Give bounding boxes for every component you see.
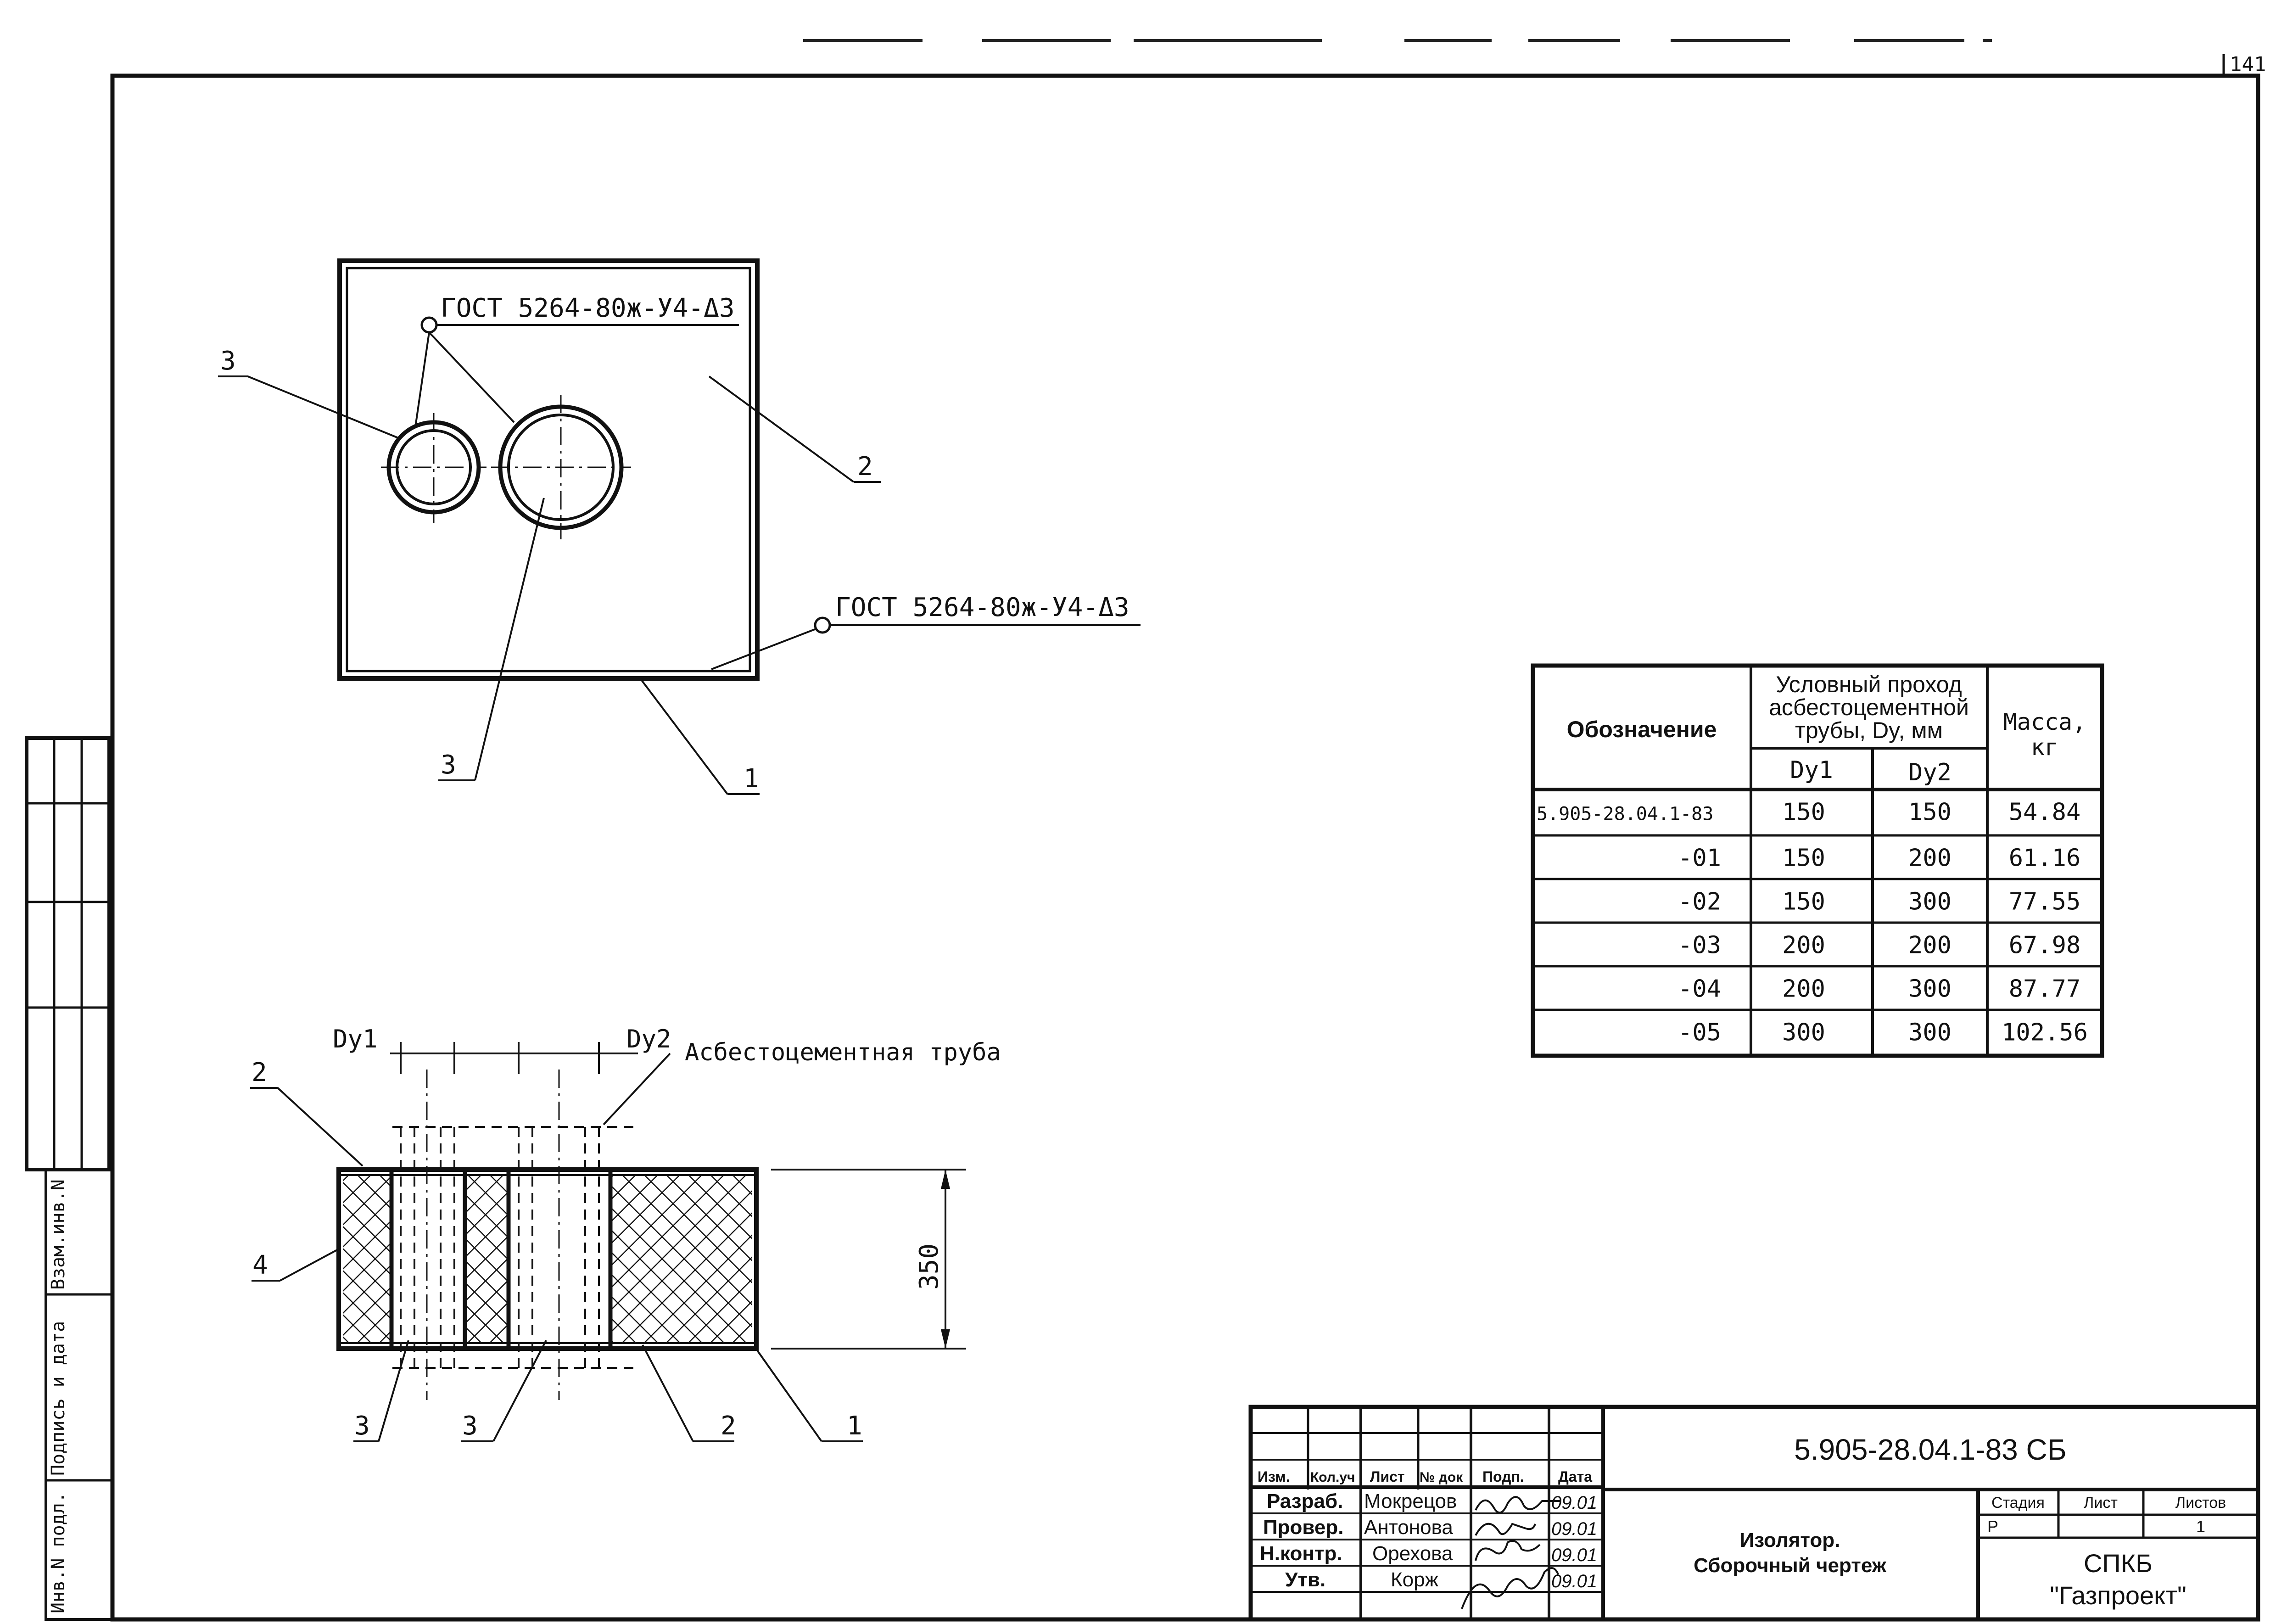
cell-dy2: 300 [1908,975,1951,1003]
col-passage-l2: асбестоцементной [1769,694,1969,720]
stamp-sign: Подпись и дата [48,1321,69,1476]
doc-code: 5.905-28.04.1-83 СБ [1794,1433,2067,1466]
cell-designation: -05 [1678,1019,1721,1047]
section-callout-2-top: 2 [252,1058,267,1087]
cell-dy1: 200 [1782,975,1825,1003]
weld-note-bottom: ГОСТ 5264-80ж-У4-Δ3 [835,593,1130,622]
name-razrab: Мокрецов [1364,1490,1457,1512]
section-callout-1: 1 [847,1411,862,1441]
side-stamp: Взам.инв.N Подпись и дата Инв.N подл. [25,736,114,1621]
col-dy2: Dy2 [1908,759,1951,786]
plan-callout-2: 2 [857,452,873,482]
cell-designation: -03 [1678,932,1721,959]
title-l1: Изолятор. [1740,1529,1840,1551]
role-prover: Провер. [1263,1516,1343,1539]
col-designation: Обозначение [1567,717,1717,742]
cell-dy1: 300 [1782,1019,1825,1047]
stamp-vzam: Взам.инв.N [48,1179,69,1290]
col-passage-l3: трубы, Dy, мм [1795,717,1943,743]
section-callout-3a: 3 [354,1411,370,1441]
hdr-koluch: Кол.уч [1310,1470,1355,1485]
col-mass-l1: Масса, [2003,709,2086,735]
name-nkontr: Орехова [1372,1542,1453,1565]
section-callout-3b: 3 [462,1411,478,1441]
cell-designation: -01 [1678,845,1721,872]
dy2-label: Dy2 [626,1025,671,1053]
date-1: 09.01 [1551,1493,1597,1513]
cell-designation: -02 [1678,888,1721,916]
section-view: Dy1 Dy2 Асбестоцементная труба [250,1025,1001,1442]
hdr-izm: Изм. [1258,1468,1290,1485]
weld-note-top: ГОСТ 5264-80ж-У4-Δ3 [441,293,735,323]
stage-val: Р [1987,1517,1998,1536]
cell-dy2: 300 [1908,888,1951,916]
cell-dy1: 150 [1782,845,1825,872]
cell-designation: 5.905-28.04.1-83 [1537,804,1713,825]
hdr-ndok: № док [1420,1470,1463,1485]
cell-dy2: 200 [1908,932,1951,959]
section-callout-4: 4 [252,1250,268,1280]
section-callout-2-bottom: 2 [721,1411,736,1441]
name-prover: Антонова [1364,1516,1453,1539]
cell-mass: 102.56 [2002,1019,2088,1047]
col-passage-l1: Условный проход [1776,672,1962,697]
plan-callout-3b: 3 [441,750,456,780]
stamp-inv: Инв.N подл. [48,1492,69,1613]
plan-callout-1: 1 [744,764,759,794]
cell-dy2: 200 [1908,845,1951,872]
cell-mass: 87.77 [2009,975,2081,1003]
cell-mass: 54.84 [2009,799,2081,826]
name-utv: Корж [1391,1568,1439,1591]
cell-dy1: 150 [1782,888,1825,916]
date-3: 09.01 [1551,1545,1597,1565]
hdr-list: Лист [1370,1468,1405,1485]
role-utv: Утв. [1285,1568,1325,1591]
title-l2: Сборочный чертеж [1694,1554,1887,1577]
cell-mass: 61.16 [2009,845,2081,872]
cell-mass: 67.98 [2009,932,2081,959]
hdr-podp: Подп. [1482,1468,1524,1485]
sheets-hdr: Листов [2175,1494,2226,1512]
title-block: Изм. Кол.уч Лист № док Подп. Дата Разраб… [1248,1405,2260,1622]
signatures [1461,1496,1560,1609]
page-number: 141 [2230,53,2266,76]
cell-dy1: 200 [1782,932,1825,959]
date-2: 09.01 [1551,1519,1597,1539]
role-razrab: Разраб. [1267,1490,1343,1512]
cell-mass: 77.55 [2009,888,2081,916]
org-l1: СПКБ [2084,1549,2153,1578]
spec-table: Обозначение Условный проход асбестоцемен… [1531,663,2104,1058]
cell-dy1: 150 [1782,799,1825,826]
pipe-label: Асбестоцементная труба [685,1039,1001,1066]
plan-callout-3a: 3 [220,346,236,376]
col-dy1: Dy1 [1790,756,1833,784]
role-nkontr: Н.контр. [1260,1542,1342,1565]
sheet-hdr: Лист [2084,1494,2118,1512]
col-mass-l2: кг [2031,734,2058,761]
dy1-label: Dy1 [333,1025,378,1053]
plan-view: ГОСТ 5264-80ж-У4-Δ3 ГОСТ 5264-80ж-У4-Δ3 … [218,258,1141,795]
height-dim: 350 [914,1243,944,1290]
cell-dy2: 150 [1908,799,1951,826]
sheets-val: 1 [2196,1517,2205,1536]
stage-hdr: Стадия [1991,1494,2045,1512]
sheet-frame [110,73,2260,1622]
cell-dy2: 300 [1908,1019,1951,1047]
org-l2: "Газпроект" [2050,1581,2186,1610]
cell-designation: -04 [1678,975,1721,1003]
hdr-data: Дата [1558,1468,1592,1485]
date-4: 09.01 [1551,1571,1597,1591]
